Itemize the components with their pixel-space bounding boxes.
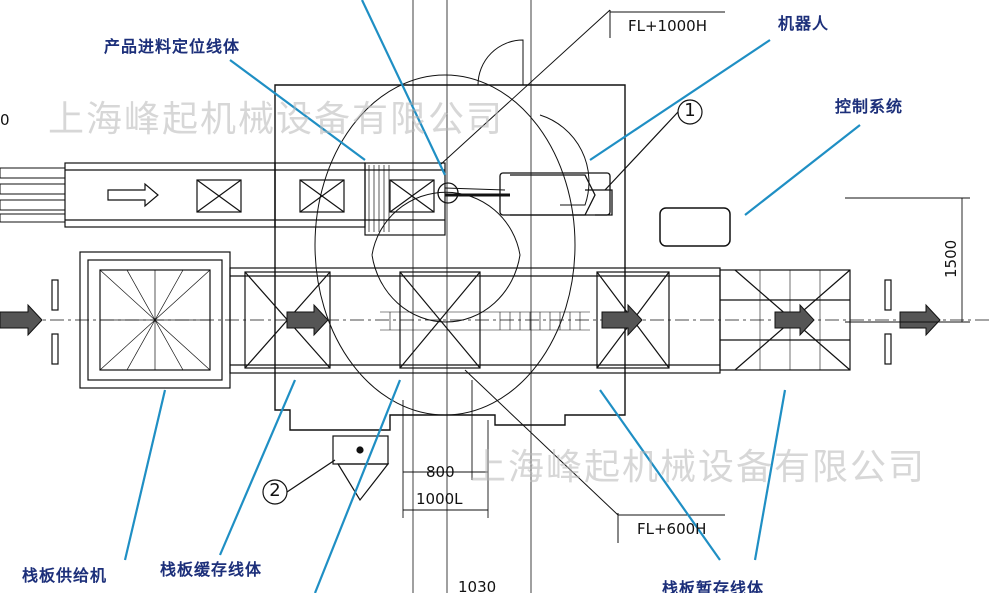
dim-1000l: 1000L: [416, 490, 463, 508]
control-cabinet-icon: [659, 207, 731, 247]
robot-arm-icon: [437, 172, 613, 216]
callout-pallet-feeder: 栈板供给机: [22, 566, 108, 585]
level-fl-600h: FL+600H: [637, 520, 707, 538]
level-fl-1000h: FL+1000H: [628, 17, 708, 35]
marker-1: 1: [684, 100, 696, 121]
product-infeed-conveyor: [0, 162, 446, 236]
callout-control-system: 控制系统: [835, 97, 904, 116]
flow-arrow-icon: [107, 182, 159, 208]
pallet-feeder-star: [99, 269, 211, 371]
pallet-flow-arrows: [0, 303, 941, 337]
roller-conveyor-icon: [380, 311, 590, 331]
pallet-dispenser: [332, 435, 390, 502]
pallet-line: [51, 251, 892, 389]
callout-leaders: [123, 0, 861, 593]
dim-1030: 1030: [458, 578, 497, 593]
pallet-cross-icon: [196, 179, 435, 213]
callout-robot: 机器人: [778, 14, 830, 33]
dim-800: 800: [426, 463, 455, 481]
dim-1500: 1500: [942, 239, 960, 278]
marker-2: 2: [269, 480, 281, 501]
infeed-rollers: [368, 165, 390, 232]
callout-pallet-storage: 栈板暂存线体: [662, 579, 765, 593]
robot-cell-fence: [274, 39, 626, 431]
watermark-top: 上海峰起机械设备有限公司: [48, 99, 505, 140]
robot-reach: [314, 74, 590, 416]
watermark-bottom: 上海峰起机械设备有限公司: [470, 447, 927, 488]
level-tags: [439, 9, 725, 543]
callout-pallet-buffer: 栈板缓存线体: [160, 560, 263, 579]
dim-left-cut: 0: [0, 111, 10, 129]
dimension-lines: [402, 197, 970, 518]
callout-product-infeed: 产品进料定位线体: [104, 37, 241, 56]
infeed-stubs: [0, 167, 66, 223]
marker-circles: [262, 99, 703, 505]
